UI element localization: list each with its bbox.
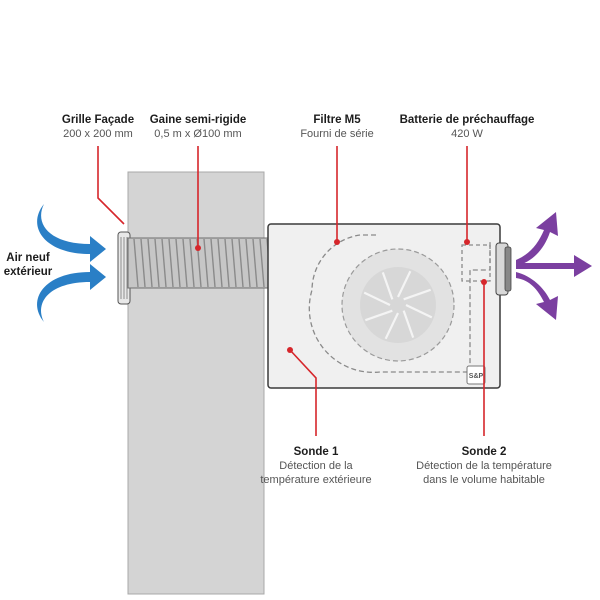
duct-rib [147, 238, 153, 288]
label-filtre-title: Filtre M5 [313, 114, 361, 126]
label-air-neuf: Air neuf extérieur [0, 251, 56, 279]
ventilation-unit: S&P [267, 223, 512, 389]
fan-blade [381, 271, 394, 300]
label-batterie-sub: 420 W [451, 128, 483, 140]
label-sonde1-title: Sonde 1 [293, 446, 339, 458]
duct-rib [168, 238, 174, 288]
callout-dot-gaine [195, 245, 201, 251]
duct-rib [189, 238, 195, 288]
label-batterie-title: Batterie de préchauffage [399, 114, 535, 126]
label-gaine-sub: 0,5 m x Ø100 mm [154, 128, 242, 140]
duct-rib [154, 238, 160, 288]
semi-rigid-duct [127, 237, 275, 289]
fan-blade [403, 288, 432, 301]
label-sonde1-sub2: température extérieure [260, 474, 372, 486]
outflow-arrow-middle [516, 255, 592, 277]
label-filtre-sub: Fourni de série [300, 128, 374, 140]
label-sonde2-sub2: dans le volume habitable [423, 474, 545, 486]
outflow-arrow-top [516, 212, 558, 266]
label-sonde2: Sonde 2 Détection de la température dans… [404, 445, 564, 487]
duct-rib [252, 238, 258, 288]
duct-rib [245, 238, 251, 288]
label-sonde2-sub1: Détection de la température [416, 460, 552, 472]
duct-rib [203, 238, 209, 288]
preheater-battery [461, 244, 491, 282]
wall [127, 171, 265, 595]
duct-rib [175, 238, 181, 288]
callout-line-grille [97, 146, 125, 225]
inflow-arrows [37, 204, 106, 322]
label-batterie: Batterie de préchauffage 420 W [397, 113, 537, 141]
inflow-arrow-top [37, 204, 106, 262]
fan-blade [397, 270, 412, 298]
fan-blade [364, 309, 393, 322]
fan-blade [384, 312, 399, 340]
label-sonde2-title: Sonde 2 [461, 446, 507, 458]
callout-dot-batterie [464, 239, 470, 245]
outflow-arrows [516, 212, 592, 320]
label-grille-sub: 200 x 200 mm [63, 128, 133, 140]
duct-rib [238, 238, 244, 288]
duct-rib [133, 238, 139, 288]
callout-dot-sonde1 [287, 347, 293, 353]
duct-rib [217, 238, 223, 288]
label-gaine-title: Gaine semi-rigide [149, 114, 247, 126]
label-air-line2: extérieur [3, 266, 53, 278]
label-air-line1: Air neuf [6, 252, 50, 264]
sp-logo: S&P [466, 365, 486, 385]
inflow-arrow-bottom [37, 264, 106, 322]
duct-rib [182, 238, 188, 288]
fan-wheel [341, 248, 455, 362]
fan-housing [308, 234, 491, 373]
duct-rib [231, 238, 237, 288]
outflow-arrow-bottom [516, 272, 558, 320]
label-grille: Grille Façade 200 x 200 mm [58, 113, 138, 141]
duct-rib [140, 238, 146, 288]
callout-line-sonde1 [289, 349, 317, 436]
duct-rib [161, 238, 167, 288]
label-sonde1: Sonde 1 Détection de la température exté… [246, 445, 386, 487]
duct-rib [259, 238, 265, 288]
duct-rib [210, 238, 216, 288]
callout-dot-sonde2 [481, 279, 487, 285]
label-sonde1-sub1: Détection de la [279, 460, 353, 472]
label-gaine: Gaine semi-rigide 0,5 m x Ø100 mm [148, 113, 248, 141]
label-grille-title: Grille Façade [61, 114, 135, 126]
fan-blade [405, 304, 433, 319]
duct-rib [224, 238, 230, 288]
callout-dot-filtre [334, 239, 340, 245]
label-filtre: Filtre M5 Fourni de série [287, 113, 387, 141]
fan-blade [363, 291, 391, 306]
svg-text:S&P: S&P [469, 373, 484, 380]
fan-blade [402, 310, 415, 339]
